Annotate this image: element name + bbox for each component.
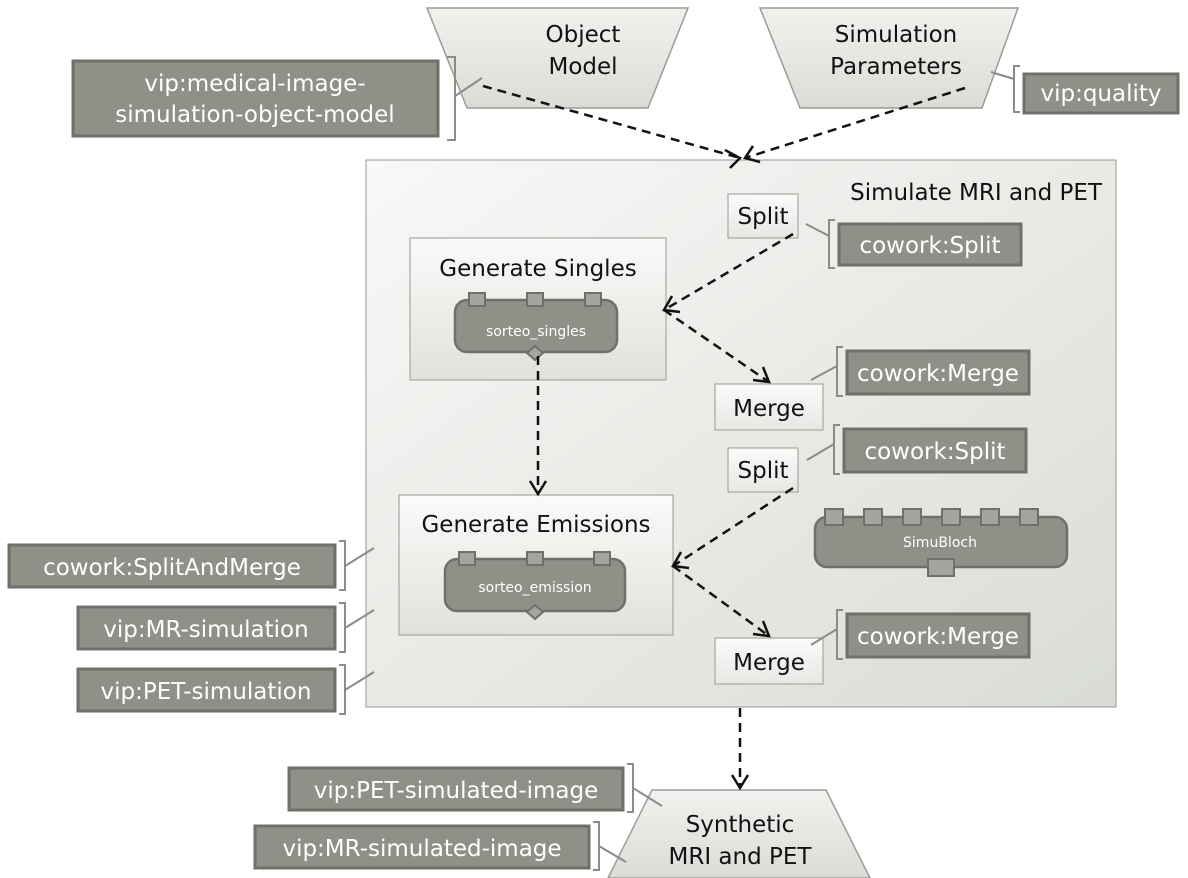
annotation-object-model[interactable]: vip:medical-image- simulation-object-mod… (71, 56, 483, 141)
annotation-connector-icon (810, 628, 838, 646)
annotation-split-bottom[interactable]: cowork:Split (806, 424, 1028, 475)
annotation-connector-icon (454, 77, 483, 97)
arrow-head-icon (752, 366, 771, 384)
annotation-split-top[interactable]: cowork:Split (805, 219, 1023, 269)
annotation-split-top-label: cowork:Split (859, 233, 1000, 259)
annotation-bracket-icon (836, 609, 843, 660)
annotation-bracket-icon (627, 763, 634, 813)
object-model-label-line2: Model (548, 54, 617, 80)
sorteo-singles-label: sorteo_singles (486, 324, 586, 340)
annotation-split-bottom-label: cowork:Split (864, 439, 1005, 465)
annotation-connector-icon (806, 443, 835, 461)
merge-box-top[interactable]: Merge (714, 383, 824, 431)
input-port (458, 551, 476, 566)
annotation-pet-simulation-label: vip:PET-simulation (101, 679, 312, 705)
arrow-head-icon (752, 620, 771, 638)
annotation-bracket-icon (828, 219, 835, 269)
annotation-connector-icon (632, 787, 663, 807)
input-port (526, 551, 544, 566)
arrow-head-icon (730, 774, 750, 791)
merge-label: Merge (733, 650, 805, 676)
dashed-arrow (663, 308, 770, 384)
annotation-mr-simulated-image-label: vip:MR-simulated-image (282, 836, 561, 862)
input-port (468, 292, 486, 307)
annotation-pet-simulation[interactable]: vip:PET-simulation (76, 664, 375, 715)
input-port (1019, 508, 1039, 526)
annotation-merge-bottom[interactable]: cowork:Merge (810, 609, 1031, 660)
object-model-label-line1: Object (546, 22, 621, 48)
dashed-arrow (663, 232, 794, 312)
annotation-connector-icon (598, 845, 627, 863)
annotation-mr-simulation[interactable]: vip:MR-simulation (76, 602, 375, 653)
annotation-connector-icon (344, 609, 375, 629)
output-port (927, 558, 955, 577)
input-port (584, 292, 602, 307)
output-diamond-icon (525, 603, 545, 621)
annotation-bracket-icon (593, 821, 600, 871)
simulation-parameters-label-line2: Parameters (830, 54, 962, 80)
split-box-top[interactable]: Split (727, 193, 799, 239)
split-label: Split (738, 204, 789, 230)
annotation-bracket-icon (447, 56, 456, 141)
annotation-bracket-icon (836, 346, 843, 397)
merge-box-bottom[interactable]: Merge (714, 637, 824, 685)
dashed-arrow (744, 86, 966, 160)
annotation-connector-icon (810, 365, 838, 381)
generate-emissions-title: Generate Emissions (421, 512, 650, 538)
annotation-connector-icon (990, 71, 1015, 80)
input-port (980, 508, 1000, 526)
merge-label: Merge (733, 396, 805, 422)
annotation-bracket-icon (339, 664, 346, 715)
input-port (863, 508, 883, 526)
split-box-bottom[interactable]: Split (727, 447, 799, 493)
input-port (593, 551, 611, 566)
annotation-bracket-icon (339, 602, 346, 653)
annotation-mr-simulation-label: vip:MR-simulation (103, 617, 308, 643)
simulation-parameters-label-line1: Simulation (835, 22, 958, 48)
annotation-bracket-icon (339, 540, 346, 591)
annotation-object-model-line2: simulation-object-model (115, 102, 394, 128)
annotation-merge-top[interactable]: cowork:Merge (810, 346, 1031, 397)
dashed-arrow (672, 486, 794, 568)
sorteo-emission-label: sorteo_emission (478, 580, 591, 596)
object-model-input[interactable]: Object Model (425, 7, 690, 109)
output-label-line1: Synthetic (686, 812, 795, 838)
annotation-pet-simulated-image[interactable]: vip:PET-simulated-image (287, 763, 663, 813)
simulation-parameters-input[interactable]: Simulation Parameters (758, 7, 1020, 109)
annotation-mr-simulated-image[interactable]: vip:MR-simulated-image (253, 821, 627, 871)
dashed-arrow (672, 564, 770, 638)
generate-emissions-process[interactable]: Generate Emissions sorteo_emission (398, 494, 674, 636)
annotation-pet-simulated-image-label: vip:PET-simulated-image (314, 778, 599, 804)
annotation-bracket-icon (1013, 65, 1020, 113)
annotation-connector-icon (805, 223, 830, 237)
simubloch-label: SimuBloch (903, 535, 977, 551)
annotation-split-and-merge[interactable]: cowork:SplitAndMerge (7, 540, 375, 591)
annotation-connector-icon (344, 671, 375, 691)
annotation-quality[interactable]: vip:quality (990, 65, 1180, 115)
generate-singles-title: Generate Singles (439, 256, 636, 282)
input-port (526, 292, 544, 307)
input-port (941, 508, 961, 526)
arrows (482, 84, 966, 791)
annotation-bracket-icon (833, 424, 840, 475)
arrow-head-icon (724, 148, 743, 169)
output-label-line2: MRI and PET (669, 844, 813, 870)
workflow-title: Simulate MRI and PET (850, 180, 1103, 206)
arrow-head-icon (742, 145, 761, 164)
annotation-merge-top-label: cowork:Merge (857, 361, 1019, 387)
arrow-head-icon (528, 480, 548, 497)
annotation-split-and-merge-label: cowork:SplitAndMerge (43, 555, 301, 581)
input-port (824, 508, 844, 526)
annotation-connector-icon (344, 547, 375, 567)
annotation-quality-label: vip:quality (1040, 81, 1161, 107)
split-label: Split (738, 458, 789, 484)
annotation-merge-bottom-label: cowork:Merge (857, 624, 1019, 650)
annotation-object-model-line1: vip:medical-image- (144, 71, 365, 97)
simubloch-module[interactable]: SimuBloch (813, 508, 1069, 577)
synthetic-output[interactable]: Synthetic MRI and PET (607, 789, 871, 878)
input-port (902, 508, 922, 526)
